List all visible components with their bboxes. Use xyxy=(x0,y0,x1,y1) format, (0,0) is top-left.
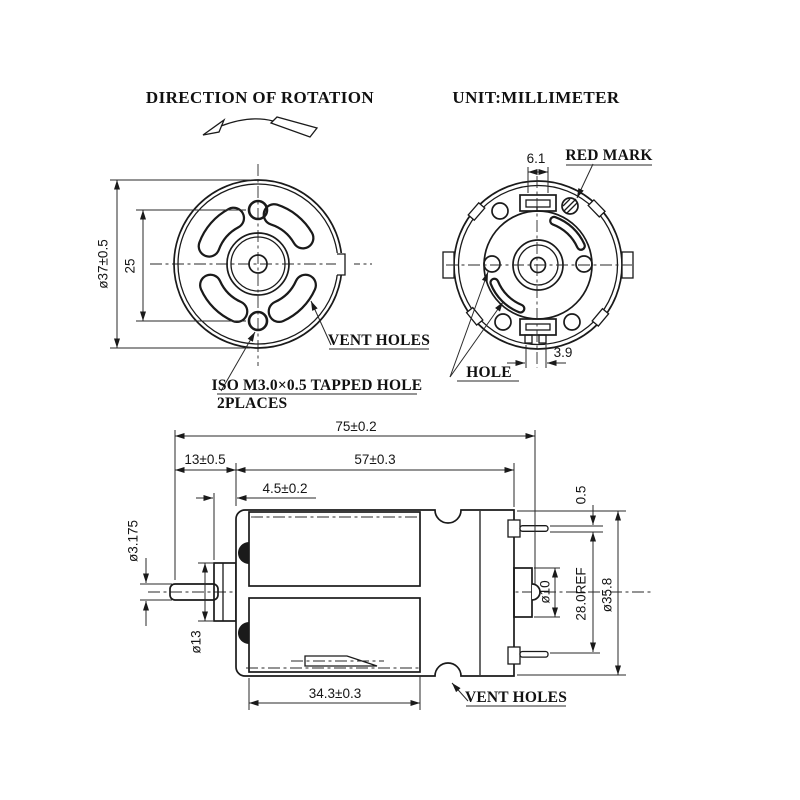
front-boss-inner xyxy=(230,236,286,292)
red-mark-circle xyxy=(561,197,579,215)
rim-notch xyxy=(337,253,346,276)
tapped-note-line2: 2PLACES xyxy=(217,395,287,412)
side-terminal-bottom xyxy=(507,646,549,665)
dim-terminal-span: 28.0REF xyxy=(550,532,600,654)
bearing-bump xyxy=(531,583,541,601)
rotation-direction-arrow-icon xyxy=(202,116,319,138)
shaft-diameter-text: ø3.175 xyxy=(126,520,141,562)
dim-collar-length: 4.5±0.2 xyxy=(196,481,316,560)
label-red-mark: RED MARK xyxy=(565,147,652,199)
front-vent-text: VENT HOLES xyxy=(328,332,430,349)
label-side-vent-holes: VENT HOLES xyxy=(451,682,567,707)
motor-body-outline xyxy=(235,509,515,677)
rear-terminal-bottom xyxy=(519,318,557,344)
rear-arc-slots xyxy=(489,215,586,314)
dim-total-length: 75±0.2 xyxy=(174,419,536,584)
front-boss-circle xyxy=(226,232,290,296)
screw-head-bottom xyxy=(238,622,249,644)
rear-hole-topleft xyxy=(491,202,509,220)
dim-body-diameter: ø35.8 xyxy=(517,510,626,676)
dim-boss-diameter: ø10 xyxy=(534,567,560,618)
rear-hole-right xyxy=(575,255,593,273)
hole-text: HOLE xyxy=(466,364,512,381)
side-terminal-top xyxy=(507,519,549,538)
total-length-text: 75±0.2 xyxy=(335,419,376,434)
dim-front-diameter: ø37±0.5 xyxy=(96,179,250,349)
front-diameter-text: ø37±0.5 xyxy=(96,239,111,288)
boss-diameter-text: ø10 xyxy=(538,580,553,603)
dim-body-length: 57±0.3 xyxy=(236,452,515,507)
title-direction-of-rotation: DIRECTION OF ROTATION xyxy=(146,88,374,107)
tapped-note-line1: ISO M3.0×0.5 TAPPED HOLE xyxy=(212,377,423,394)
body-length-text: 57±0.3 xyxy=(354,452,395,467)
dim-collar-diameter: ø13 xyxy=(189,562,213,654)
shaft-length-text: 13±0.5 xyxy=(184,452,225,467)
rear-hole-bottomleft xyxy=(494,313,512,331)
title-unit: UNIT:MILLIMETER xyxy=(452,88,620,107)
label-front-vent-holes: VENT HOLES xyxy=(310,300,430,350)
rear-rim-tabs xyxy=(442,198,634,328)
terminal-span-text: 28.0REF xyxy=(574,567,589,620)
rear-hole-bottomright xyxy=(563,313,581,331)
front-shaft-hole xyxy=(248,254,268,274)
dim-shaft-diameter: ø3.175 xyxy=(126,520,172,626)
dim-front-hole-spacing: 25 xyxy=(123,209,246,322)
terminal-width-text: 6.1 xyxy=(527,151,546,166)
front-view xyxy=(150,164,372,366)
label-hole: HOLE xyxy=(449,271,519,382)
tapped-hole-bottom xyxy=(247,310,269,332)
rear-view xyxy=(442,176,634,368)
front-spacing-text: 25 xyxy=(123,258,138,273)
rear-hole-left xyxy=(483,255,501,273)
dim-pin-spacing: 3.9 xyxy=(507,345,572,368)
label-tapped-hole-note: ISO M3.0×0.5 TAPPED HOLE 2PLACES xyxy=(212,331,423,412)
pin-spacing-text: 3.9 xyxy=(554,345,573,360)
bearing-boss xyxy=(513,567,533,618)
front-vent-slots xyxy=(197,203,317,323)
body-diameter-text: ø35.8 xyxy=(600,578,615,613)
side-vent-text: VENT HOLES xyxy=(465,689,567,706)
dim-vent-band-length: 34.3±0.3 xyxy=(248,676,421,710)
screw-head-top xyxy=(238,542,249,564)
tapped-hole-top xyxy=(247,199,269,221)
dim-pin-offset: 0.5 xyxy=(550,486,603,533)
dim-terminal-width: 6.1 xyxy=(527,151,549,193)
motor-shaft xyxy=(169,583,219,601)
collar-length-text: 4.5±0.2 xyxy=(263,481,308,496)
rear-terminal-top xyxy=(519,194,557,212)
side-view xyxy=(148,509,652,677)
pin-offset-text: 0.5 xyxy=(574,486,589,505)
red-mark-text: RED MARK xyxy=(565,147,652,164)
vent-band-text: 34.3±0.3 xyxy=(309,686,361,701)
collar-diameter-text: ø13 xyxy=(189,630,204,653)
